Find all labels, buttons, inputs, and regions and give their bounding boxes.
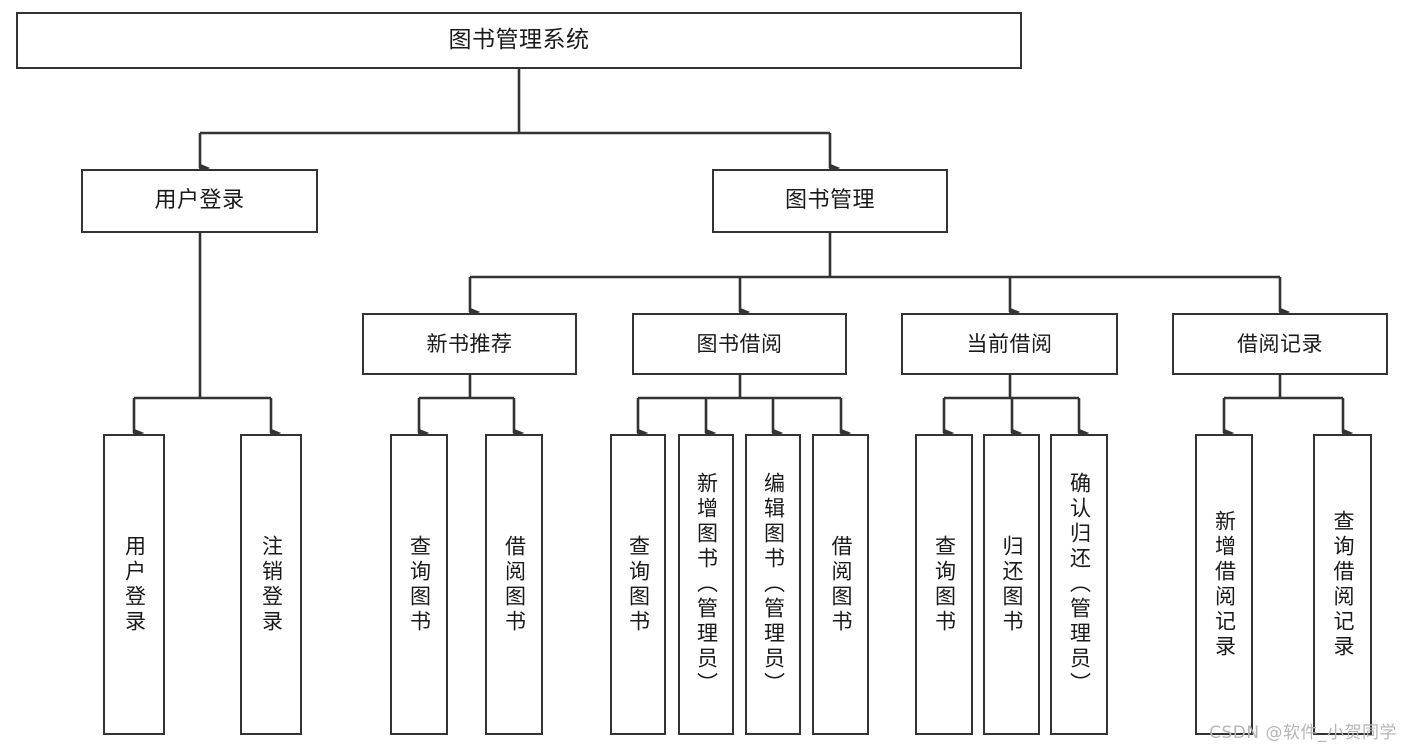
node-label-borrow: 图书借阅 [696, 331, 783, 356]
node-label-leaf-cur-2: 归还图书 [1000, 534, 1024, 635]
node-leaf-borrow-3[interactable]: 编辑图书（管理员） [745, 434, 801, 735]
node-label-newbook: 新书推荐 [426, 331, 513, 356]
node-records[interactable]: 借阅记录 [1172, 313, 1388, 375]
node-leaf-cur-1[interactable]: 查询图书 [915, 434, 973, 735]
node-label-leaf-cur-1: 查询图书 [932, 534, 957, 635]
node-leaf-rec-2[interactable]: 查询借阅记录 [1313, 434, 1372, 735]
node-current[interactable]: 当前借阅 [901, 313, 1118, 375]
node-leaf-new-2[interactable]: 借阅图书 [485, 434, 543, 735]
node-label-leaf-cur-3: 确认归还（管理员） [1067, 472, 1092, 697]
node-borrow[interactable]: 图书借阅 [632, 313, 847, 375]
node-label-records: 借阅记录 [1237, 331, 1323, 356]
node-root[interactable]: 图书管理系统 [16, 12, 1022, 69]
node-label-login: 用户登录 [154, 188, 245, 214]
node-label-leaf-rec-1: 新增借阅记录 [1212, 509, 1237, 660]
node-leaf-rec-1[interactable]: 新增借阅记录 [1195, 434, 1253, 735]
node-label-bookmgmt: 图书管理 [784, 188, 875, 214]
node-leaf-login-2[interactable]: 注销登录 [240, 434, 302, 735]
node-leaf-borrow-1[interactable]: 查询图书 [610, 434, 666, 735]
node-label-current: 当前借阅 [966, 331, 1053, 356]
node-label-leaf-borrow-4: 借阅图书 [829, 534, 853, 635]
node-newbook[interactable]: 新书推荐 [362, 313, 577, 375]
node-login[interactable]: 用户登录 [81, 169, 318, 233]
csdn-watermark: CSDN @软件_小贺同学 [1209, 723, 1397, 743]
node-leaf-borrow-4[interactable]: 借阅图书 [812, 434, 869, 735]
node-label-leaf-borrow-1: 查询图书 [626, 534, 651, 635]
node-leaf-new-1[interactable]: 查询图书 [390, 434, 448, 735]
node-label-leaf-new-2: 借阅图书 [502, 534, 527, 635]
node-label-leaf-login-1: 用户登录 [122, 534, 147, 635]
node-leaf-borrow-2[interactable]: 新增图书（管理员） [678, 434, 734, 735]
node-leaf-cur-3[interactable]: 确认归还（管理员） [1050, 434, 1108, 735]
node-leaf-cur-2[interactable]: 归还图书 [983, 434, 1040, 735]
node-bookmgmt[interactable]: 图书管理 [712, 169, 948, 233]
node-label-leaf-login-2: 注销登录 [259, 534, 284, 635]
node-leaf-login-1[interactable]: 用户登录 [103, 434, 165, 735]
node-label-leaf-rec-2: 查询借阅记录 [1331, 509, 1355, 660]
node-label-root: 图书管理系统 [448, 26, 590, 53]
node-label-leaf-new-1: 查询图书 [407, 534, 432, 635]
node-label-leaf-borrow-3: 编辑图书（管理员） [761, 472, 786, 697]
node-label-leaf-borrow-2: 新增图书（管理员） [694, 472, 719, 697]
